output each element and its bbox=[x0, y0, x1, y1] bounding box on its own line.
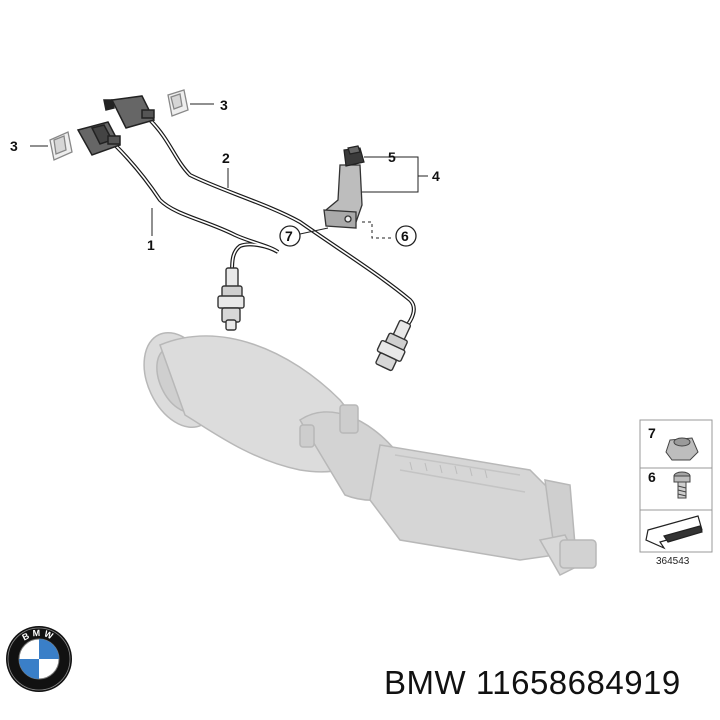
caption-brand: BMW bbox=[384, 664, 467, 701]
callout-4: 4 bbox=[432, 168, 440, 184]
cable-1-inner bbox=[114, 144, 279, 273]
legend-item-6: 6 bbox=[648, 469, 656, 485]
nut-icon bbox=[665, 437, 699, 461]
callout-5: 5 bbox=[388, 149, 396, 165]
legend-item-7: 7 bbox=[648, 425, 656, 441]
callout-1: 1 bbox=[147, 237, 155, 253]
diagram-reference-number: 364543 bbox=[656, 556, 690, 567]
catalytic-converter bbox=[143, 331, 597, 576]
oxygen-sensor-1 bbox=[217, 267, 245, 331]
callout-2: 2 bbox=[222, 150, 230, 166]
bracket-4 bbox=[323, 164, 363, 229]
svg-text:7: 7 bbox=[285, 228, 293, 244]
clip-3-left bbox=[49, 131, 73, 161]
cable-2-inner bbox=[149, 119, 415, 329]
oxygen-sensor-2 bbox=[375, 319, 412, 372]
svg-text:6: 6 bbox=[401, 228, 409, 244]
clip-3-right bbox=[167, 89, 189, 117]
part-caption: BMW 11658684919 bbox=[384, 664, 714, 708]
bolt-icon bbox=[673, 471, 691, 499]
grommet-5 bbox=[343, 145, 365, 167]
arrow-icon bbox=[645, 515, 703, 550]
connector-plug-1 bbox=[76, 121, 122, 156]
caption-part-number: 11658684919 bbox=[475, 664, 681, 701]
callout-3-left: 3 bbox=[10, 138, 18, 154]
callout-3-top: 3 bbox=[220, 97, 228, 113]
cable-2 bbox=[148, 118, 416, 330]
leader-lines bbox=[30, 103, 428, 239]
callout-6-circle: 6 bbox=[395, 225, 417, 247]
connector-plug-2 bbox=[103, 95, 156, 129]
bmw-logo-letters: BMW bbox=[20, 628, 57, 643]
callout-7-circle: 7 bbox=[279, 225, 301, 247]
cable-1 bbox=[113, 143, 280, 274]
bmw-logo: BMW bbox=[6, 626, 72, 692]
legend-box: 7 6 364543 bbox=[639, 419, 713, 567]
